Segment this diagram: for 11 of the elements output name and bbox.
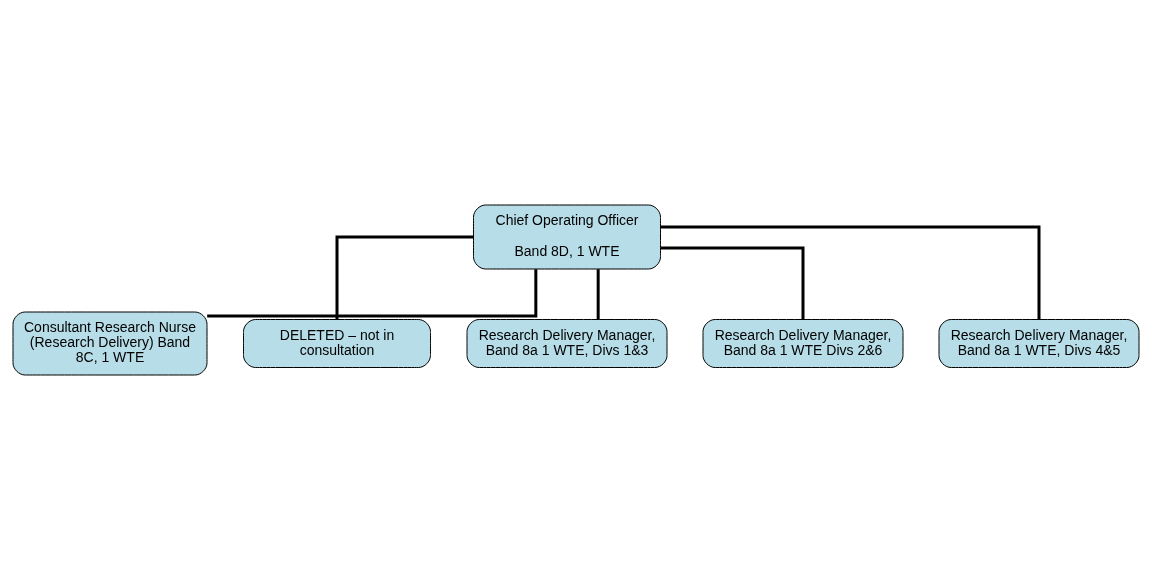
node-box: Research Delivery Manager, Band 8a 1 WTE Divs 2&6 <box>702 319 904 368</box>
connector <box>660 246 805 320</box>
connector <box>596 269 600 320</box>
node-box: DELETED – not in consultation <box>243 319 431 368</box>
node-box: Research Delivery Manager, Band 8a 1 WTE, Divs 4&5 <box>938 319 1140 368</box>
node-box: Consultant Research Nurse (Research Delivery) Band 8C, 1 WTE <box>12 311 208 376</box>
connector <box>207 269 538 318</box>
node-box: Research Delivery Manager, Band 8a 1 WTE, Divs 1&3 <box>466 319 668 368</box>
node-box: Chief Operating Officer Band 8D, 1 WTE <box>473 204 661 270</box>
connector <box>660 225 1041 320</box>
connector <box>335 235 474 320</box>
